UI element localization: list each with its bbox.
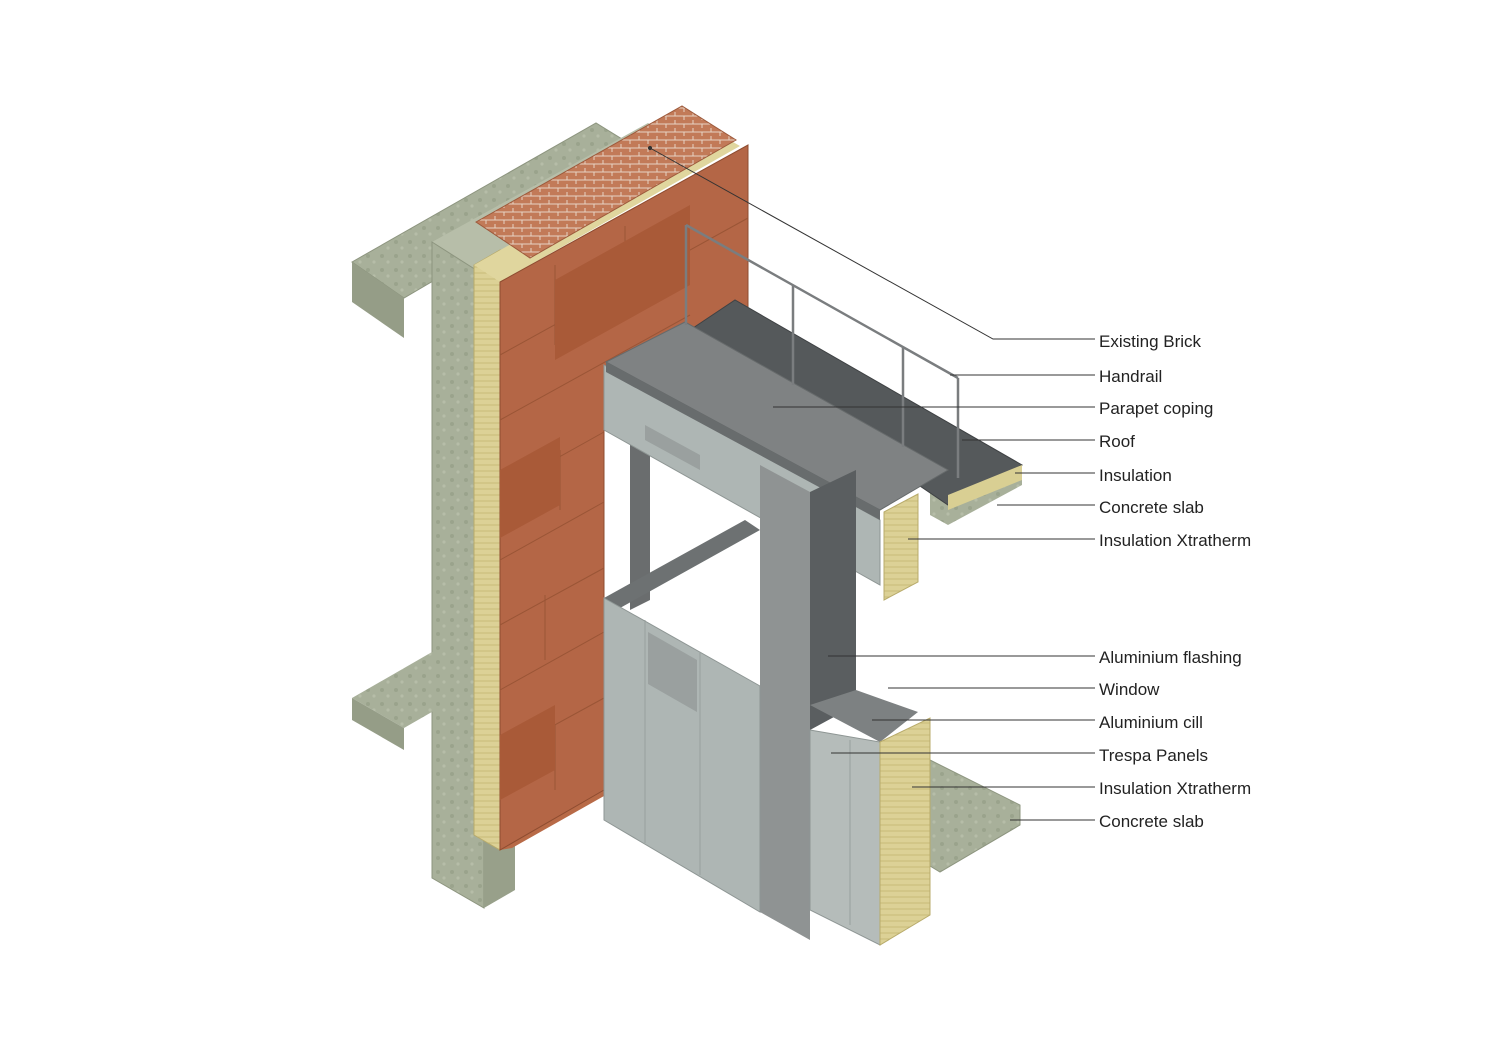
label-existing-brick: Existing Brick	[1099, 332, 1202, 351]
concrete-lower-slab-front	[352, 698, 404, 750]
concrete-upper-slab-front	[352, 262, 404, 338]
terracotta-dark-panel-2	[500, 437, 560, 538]
label-handrail: Handrail	[1099, 367, 1163, 386]
label-roof: Roof	[1099, 432, 1135, 451]
parapet-coping-front	[606, 362, 880, 520]
insulation-layer-vertical	[473, 249, 501, 851]
terracotta-dark-panel-1	[555, 205, 690, 360]
trespa-grey-panel	[648, 632, 697, 712]
trespa-lower-panels	[603, 597, 761, 913]
existing-brick-top	[475, 105, 737, 259]
concrete-slab-right-lower	[929, 759, 1021, 873]
central-pier-side	[810, 470, 856, 730]
parapet-coping-top	[604, 321, 950, 511]
aluminium-cill-right	[810, 690, 918, 742]
label-aluminium-cill: Aluminium cill	[1099, 713, 1203, 732]
trespa-lower-right-panels	[809, 729, 881, 946]
label-insulation-xtratherm-lower: Insulation Xtratherm	[1099, 779, 1252, 798]
label-concrete-slab-upper: Concrete slab	[1099, 498, 1204, 517]
window-frame-left	[630, 440, 650, 610]
lower-insulation-section	[879, 717, 931, 946]
label-insulation: Insulation	[1099, 466, 1172, 485]
aluminium-cill-lower	[604, 520, 760, 608]
roof-insulation-strip	[948, 465, 1022, 510]
leader-lines	[647, 145, 1095, 821]
leader-dot-existing-brick	[647, 145, 653, 151]
trespa-upper-band-grey	[645, 425, 700, 470]
label-window: Window	[1099, 680, 1160, 699]
label-concrete-slab-lower: Concrete slab	[1099, 812, 1204, 831]
handrail	[684, 223, 960, 478]
trespa-panel-joints	[644, 620, 851, 925]
central-pier-front	[760, 465, 810, 940]
label-aluminium-flashing: Aluminium flashing	[1099, 648, 1242, 667]
label-trespa-panels: Trespa Panels	[1099, 746, 1208, 765]
label-parapet-coping: Parapet coping	[1099, 399, 1214, 418]
label-insulation-xtratherm-upper: Insulation Xtratherm	[1099, 531, 1252, 550]
concrete-lower-slab	[352, 652, 484, 728]
leader-existing-brick	[649, 147, 1095, 340]
terracotta-dark-panel-3	[500, 705, 555, 800]
upper-insulation-section	[883, 493, 919, 601]
